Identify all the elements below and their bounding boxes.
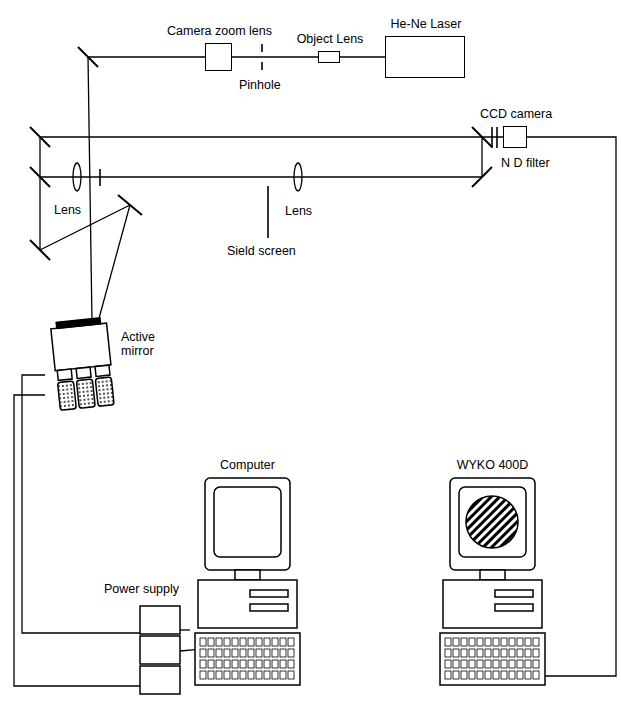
drive-slot xyxy=(250,604,288,611)
active-mirror: Active mirror xyxy=(45,318,115,413)
beam xyxy=(481,137,482,177)
lens-symbol xyxy=(73,163,81,191)
connector-line xyxy=(340,56,385,57)
pinhole-symbol xyxy=(261,62,263,70)
drive-slot xyxy=(495,604,533,611)
screen xyxy=(459,487,526,557)
lens-label: Lens xyxy=(53,203,82,217)
connector-line xyxy=(232,56,318,57)
wyko-interferometer: WYKO 400D xyxy=(440,478,545,698)
laser-box: He-Ne Laser xyxy=(385,36,465,78)
pinhole-symbol xyxy=(261,44,263,52)
screen xyxy=(214,487,281,557)
connector-line xyxy=(180,650,195,651)
part-label: Power supply xyxy=(104,582,179,596)
part-label: CCD camera xyxy=(480,107,552,121)
supply-unit xyxy=(140,666,180,694)
cpu-case xyxy=(198,580,297,628)
lens-symbol xyxy=(294,163,302,191)
lens-label: Lens xyxy=(284,204,313,218)
fringe-pattern xyxy=(466,496,518,548)
piezo-actuator xyxy=(76,379,95,409)
beam xyxy=(88,57,92,322)
computer: Computer xyxy=(195,478,300,698)
part-label: Active mirror xyxy=(121,330,165,359)
ccd-camera-box: CCD camera xyxy=(503,126,527,148)
object-lens-box: Object Lens xyxy=(318,51,340,63)
monitor xyxy=(205,478,290,570)
nd-filter-symbol xyxy=(491,127,493,148)
aperture-symbol xyxy=(99,169,101,186)
filter-label: N D filter xyxy=(500,156,551,170)
keyboard xyxy=(440,633,545,685)
ps-drawing xyxy=(140,606,180,696)
beam xyxy=(40,176,482,177)
supply-unit xyxy=(140,636,180,664)
part-label: Computer xyxy=(220,458,275,472)
zoom-lens-box: Camera zoom lens xyxy=(205,43,232,71)
nd-filter-symbol xyxy=(496,127,498,148)
drive-slot xyxy=(495,590,533,597)
supply-unit xyxy=(140,606,180,634)
wyko-drawing xyxy=(440,478,545,698)
actuator-neck xyxy=(76,367,91,378)
actuator-neck xyxy=(95,365,110,376)
drive-slot xyxy=(250,590,288,597)
actuator-neck xyxy=(57,369,72,380)
mirror-face xyxy=(56,318,100,329)
piezo-actuator xyxy=(57,381,76,411)
beam xyxy=(39,137,40,250)
part-label: Camera zoom lens xyxy=(167,24,272,38)
power-supply: Power supply xyxy=(140,606,180,696)
piezo-actuator xyxy=(95,377,114,407)
wire xyxy=(14,395,140,686)
part-label: WYKO 400D xyxy=(457,458,529,472)
monitor-stand xyxy=(480,570,505,580)
part-label: Object Lens xyxy=(297,32,364,46)
pinhole-label: Pinhole xyxy=(238,78,282,92)
beam xyxy=(88,56,205,57)
shield-screen xyxy=(267,186,269,238)
monitor-stand xyxy=(235,570,260,580)
mirror-drawing xyxy=(45,318,115,413)
part-label: He-Ne Laser xyxy=(391,17,462,31)
beam xyxy=(98,205,130,322)
wire xyxy=(180,629,190,630)
keyboard xyxy=(195,633,300,685)
monitor xyxy=(450,478,535,570)
mirror-body xyxy=(51,323,111,371)
shield-screen-label: Sield screen xyxy=(226,244,297,258)
beam xyxy=(40,136,503,137)
cpu-case xyxy=(443,580,542,628)
pc-drawing xyxy=(195,478,300,698)
